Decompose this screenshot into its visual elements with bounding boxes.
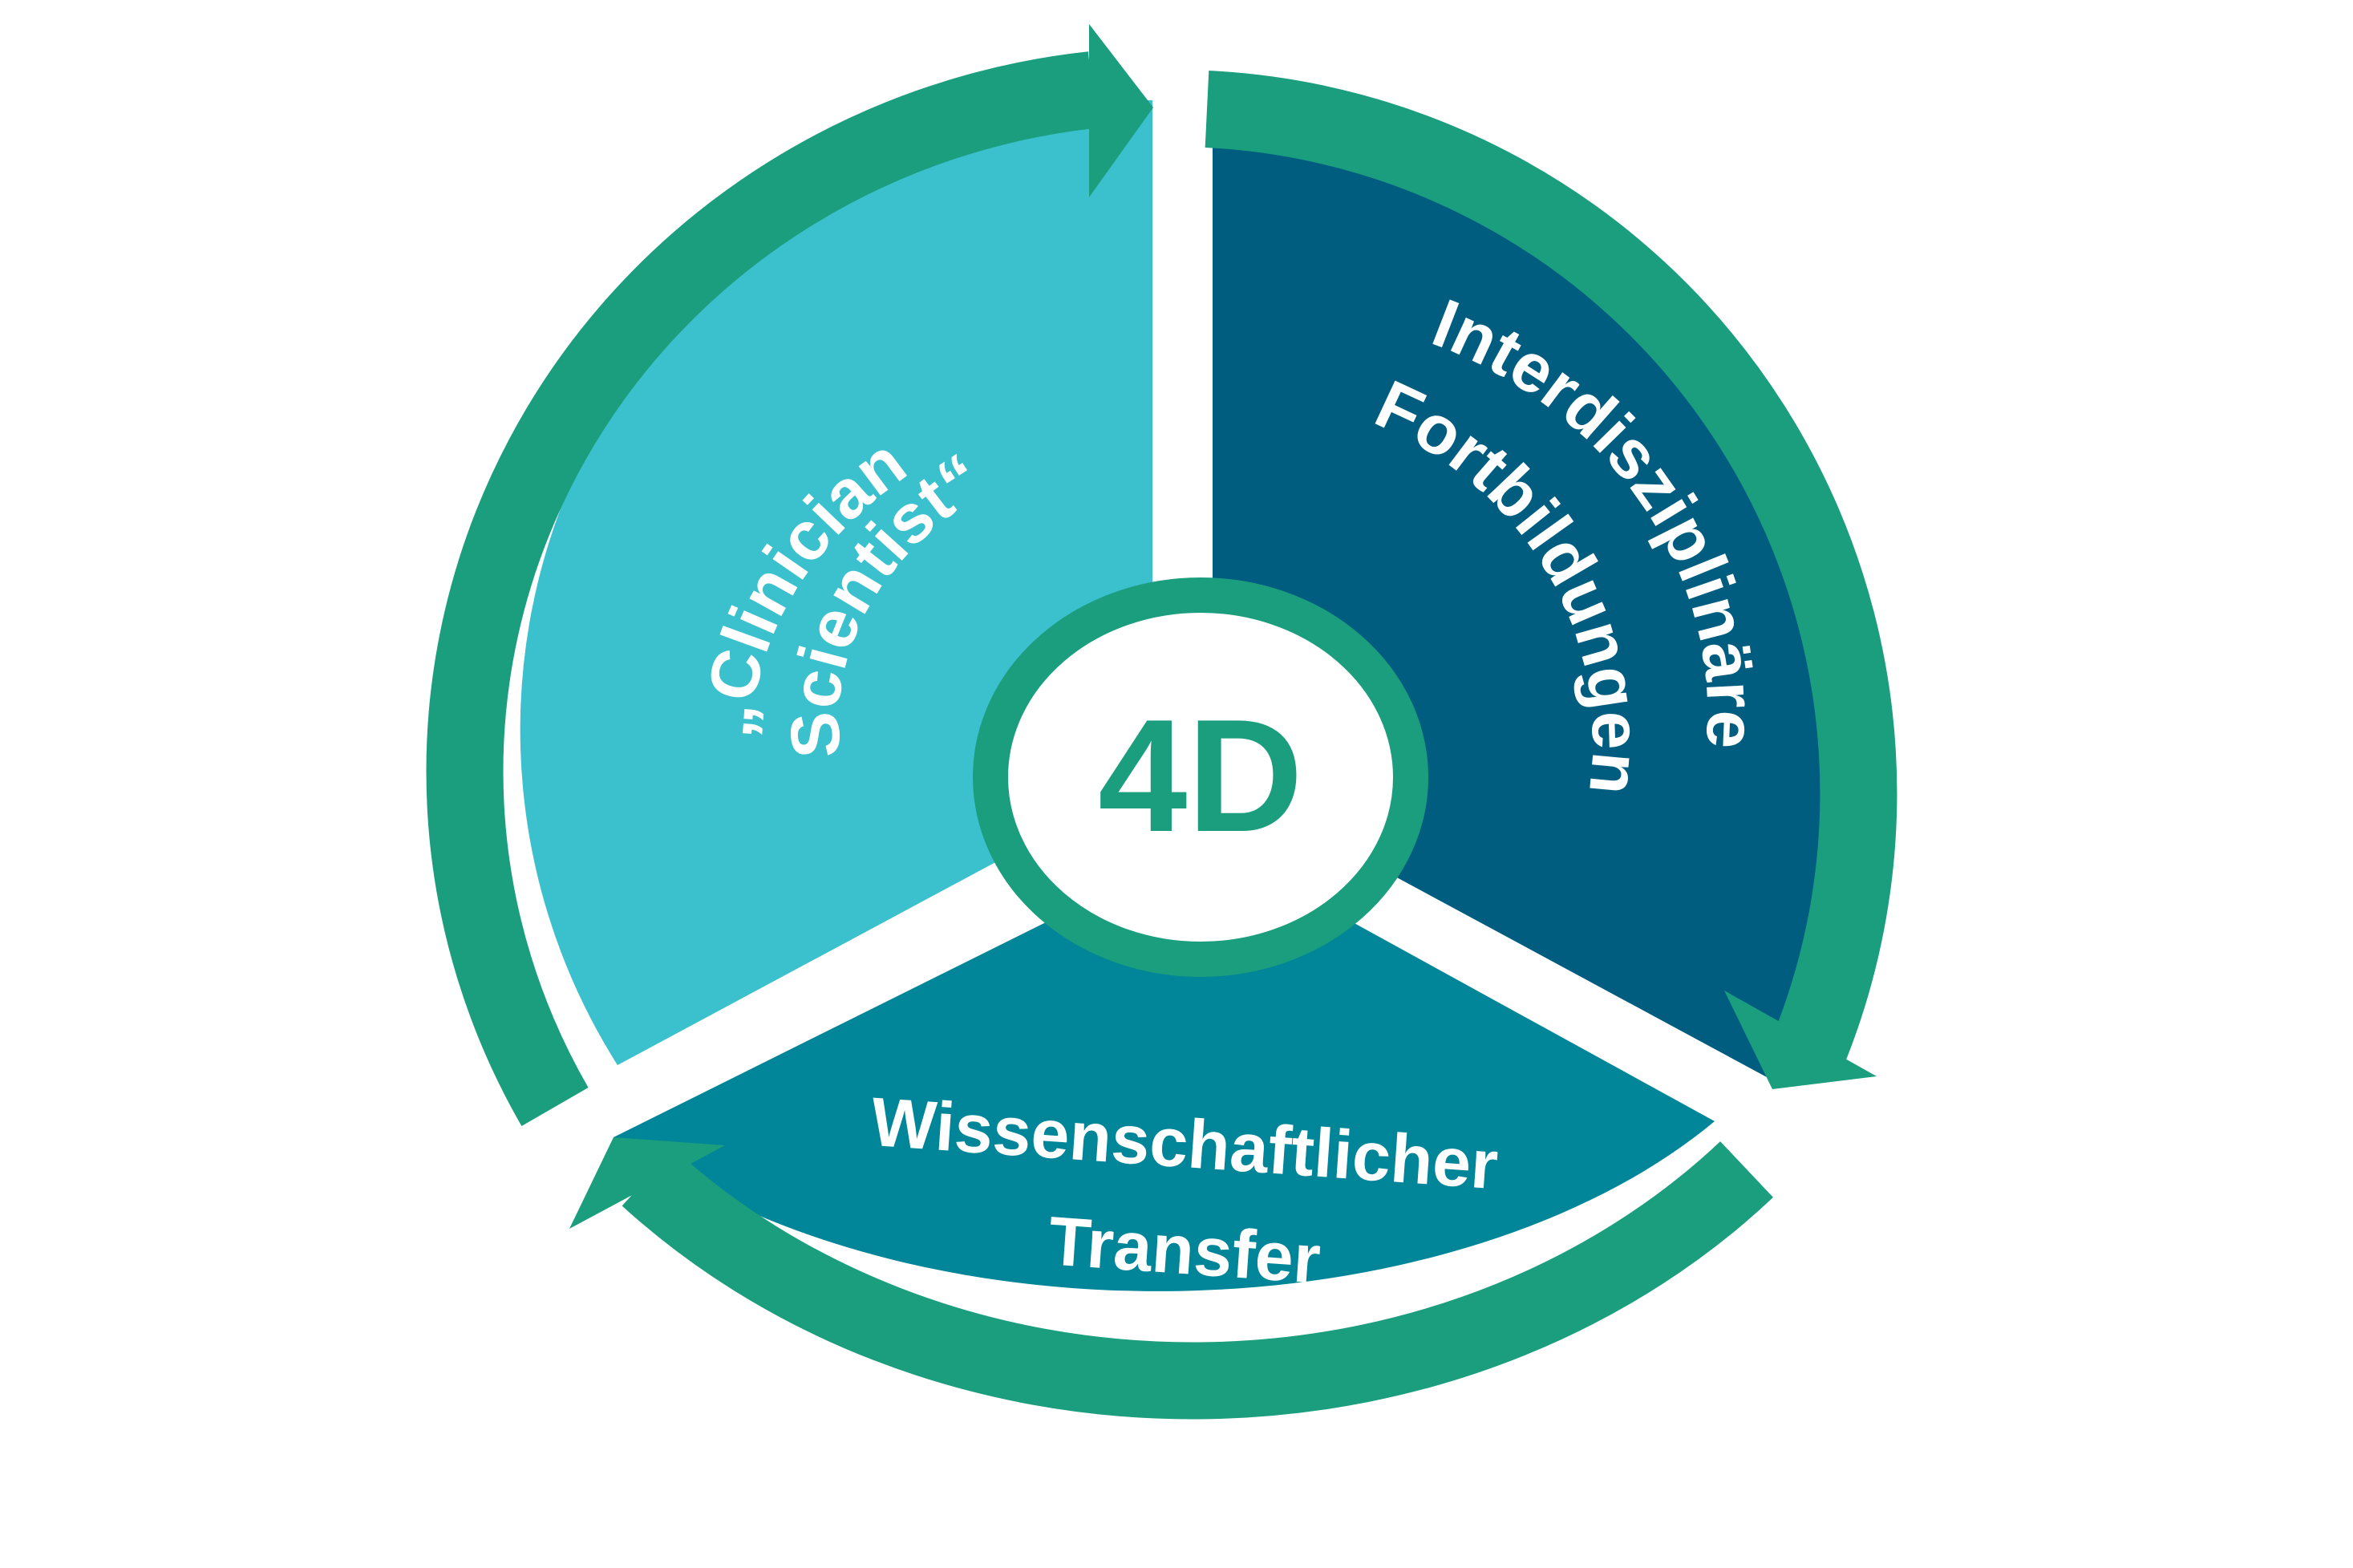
ring-arc-left [426,51,1097,1126]
center-label: 4D [1098,687,1303,865]
arrow-head-left-icon [569,1137,725,1229]
ring-arc-bottom [622,1141,1773,1420]
arrow-head-right-icon [1724,991,1877,1089]
arrow-head-top-icon [1089,24,1153,197]
segment-label-transfer-line2: Transfer [1046,1202,1322,1298]
ring-arc-right [1205,71,1897,1068]
center-hub [973,577,1428,977]
segment-wissenschaftlicher-transfer [614,842,1715,1291]
